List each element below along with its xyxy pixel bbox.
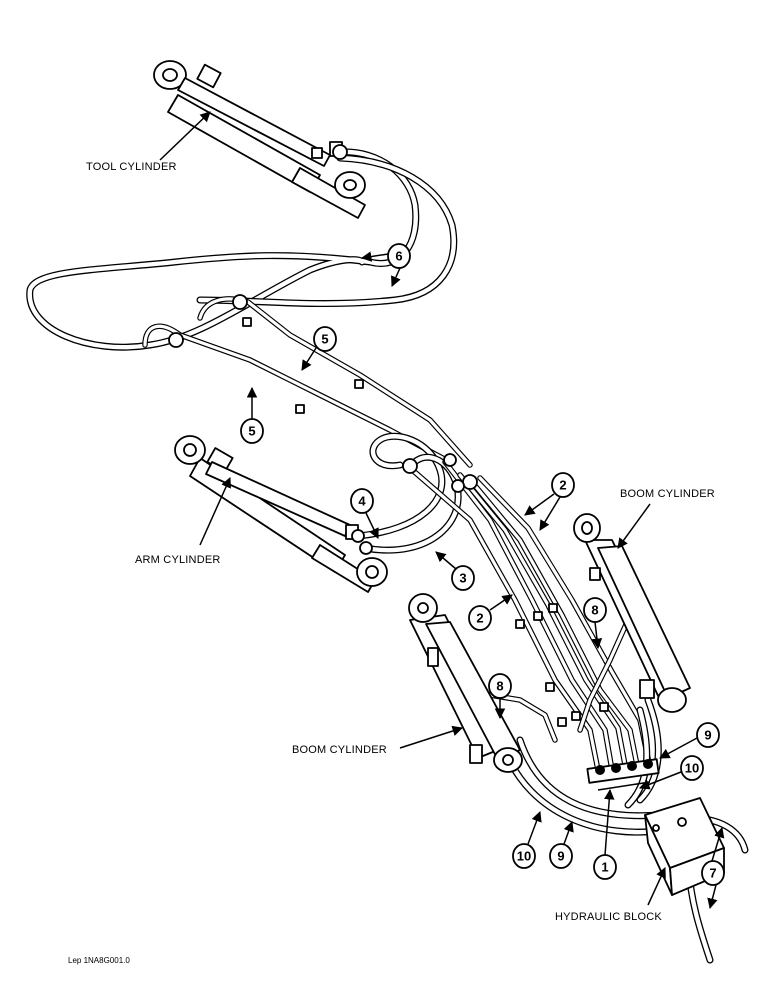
callout-2-upper: 2 — [524, 472, 575, 531]
callout-6: 6 — [360, 243, 411, 287]
callout-8-left: 8 — [488, 673, 512, 720]
svg-text:5: 5 — [321, 332, 328, 347]
label-arm-cylinder: ARM CYLINDER — [135, 554, 221, 566]
pipe-8-right — [577, 617, 631, 733]
label-boom-cylinder-right: BOOM CYLINDER — [620, 488, 715, 500]
svg-text:2: 2 — [559, 478, 566, 493]
reference-code: Lep 1NA8G001.0 — [68, 956, 130, 965]
svg-text:8: 8 — [591, 603, 598, 618]
svg-text:8: 8 — [496, 679, 503, 694]
callout-10-left: 10 — [512, 811, 542, 869]
callout-5-lower: 5 — [240, 386, 264, 444]
svg-text:6: 6 — [395, 249, 402, 264]
pipe-manifold-1 — [586, 758, 660, 791]
svg-text:2: 2 — [476, 611, 483, 626]
hose-clamps — [168, 144, 609, 727]
svg-text:7: 7 — [709, 866, 716, 881]
callout-7: 7 — [701, 826, 725, 910]
callout-8-right: 8 — [583, 597, 607, 650]
callout-9-left: 9 — [549, 821, 574, 869]
callout-2-lower: 2 — [468, 594, 513, 631]
svg-text:10: 10 — [517, 849, 531, 864]
callout-3: 3 — [435, 551, 475, 591]
label-hydraulic-block: HYDRAULIC BLOCK — [555, 911, 662, 923]
tool-cylinder — [153, 60, 366, 219]
arm-cylinder — [174, 435, 388, 593]
svg-text:5: 5 — [248, 424, 255, 439]
callout-5-upper: 5 — [301, 326, 337, 371]
svg-text:9: 9 — [557, 849, 564, 864]
boom-cylinder-left — [408, 593, 523, 773]
pipe-5 — [142, 296, 473, 468]
svg-text:9: 9 — [704, 728, 711, 743]
callout-10-right: 10 — [639, 755, 704, 790]
callout-4: 4 — [350, 488, 379, 539]
boom-cylinder-right — [573, 513, 691, 713]
svg-text:10: 10 — [685, 761, 699, 776]
label-boom-cylinder-left: BOOM CYLINDER — [292, 744, 387, 756]
svg-text:4: 4 — [358, 494, 366, 509]
label-tool-cylinder: TOOL CYLINDER — [86, 161, 177, 173]
svg-text:3: 3 — [459, 571, 466, 586]
svg-text:1: 1 — [601, 860, 608, 875]
callout-1: 1 — [593, 788, 617, 880]
callout-9-right: 9 — [659, 722, 720, 759]
